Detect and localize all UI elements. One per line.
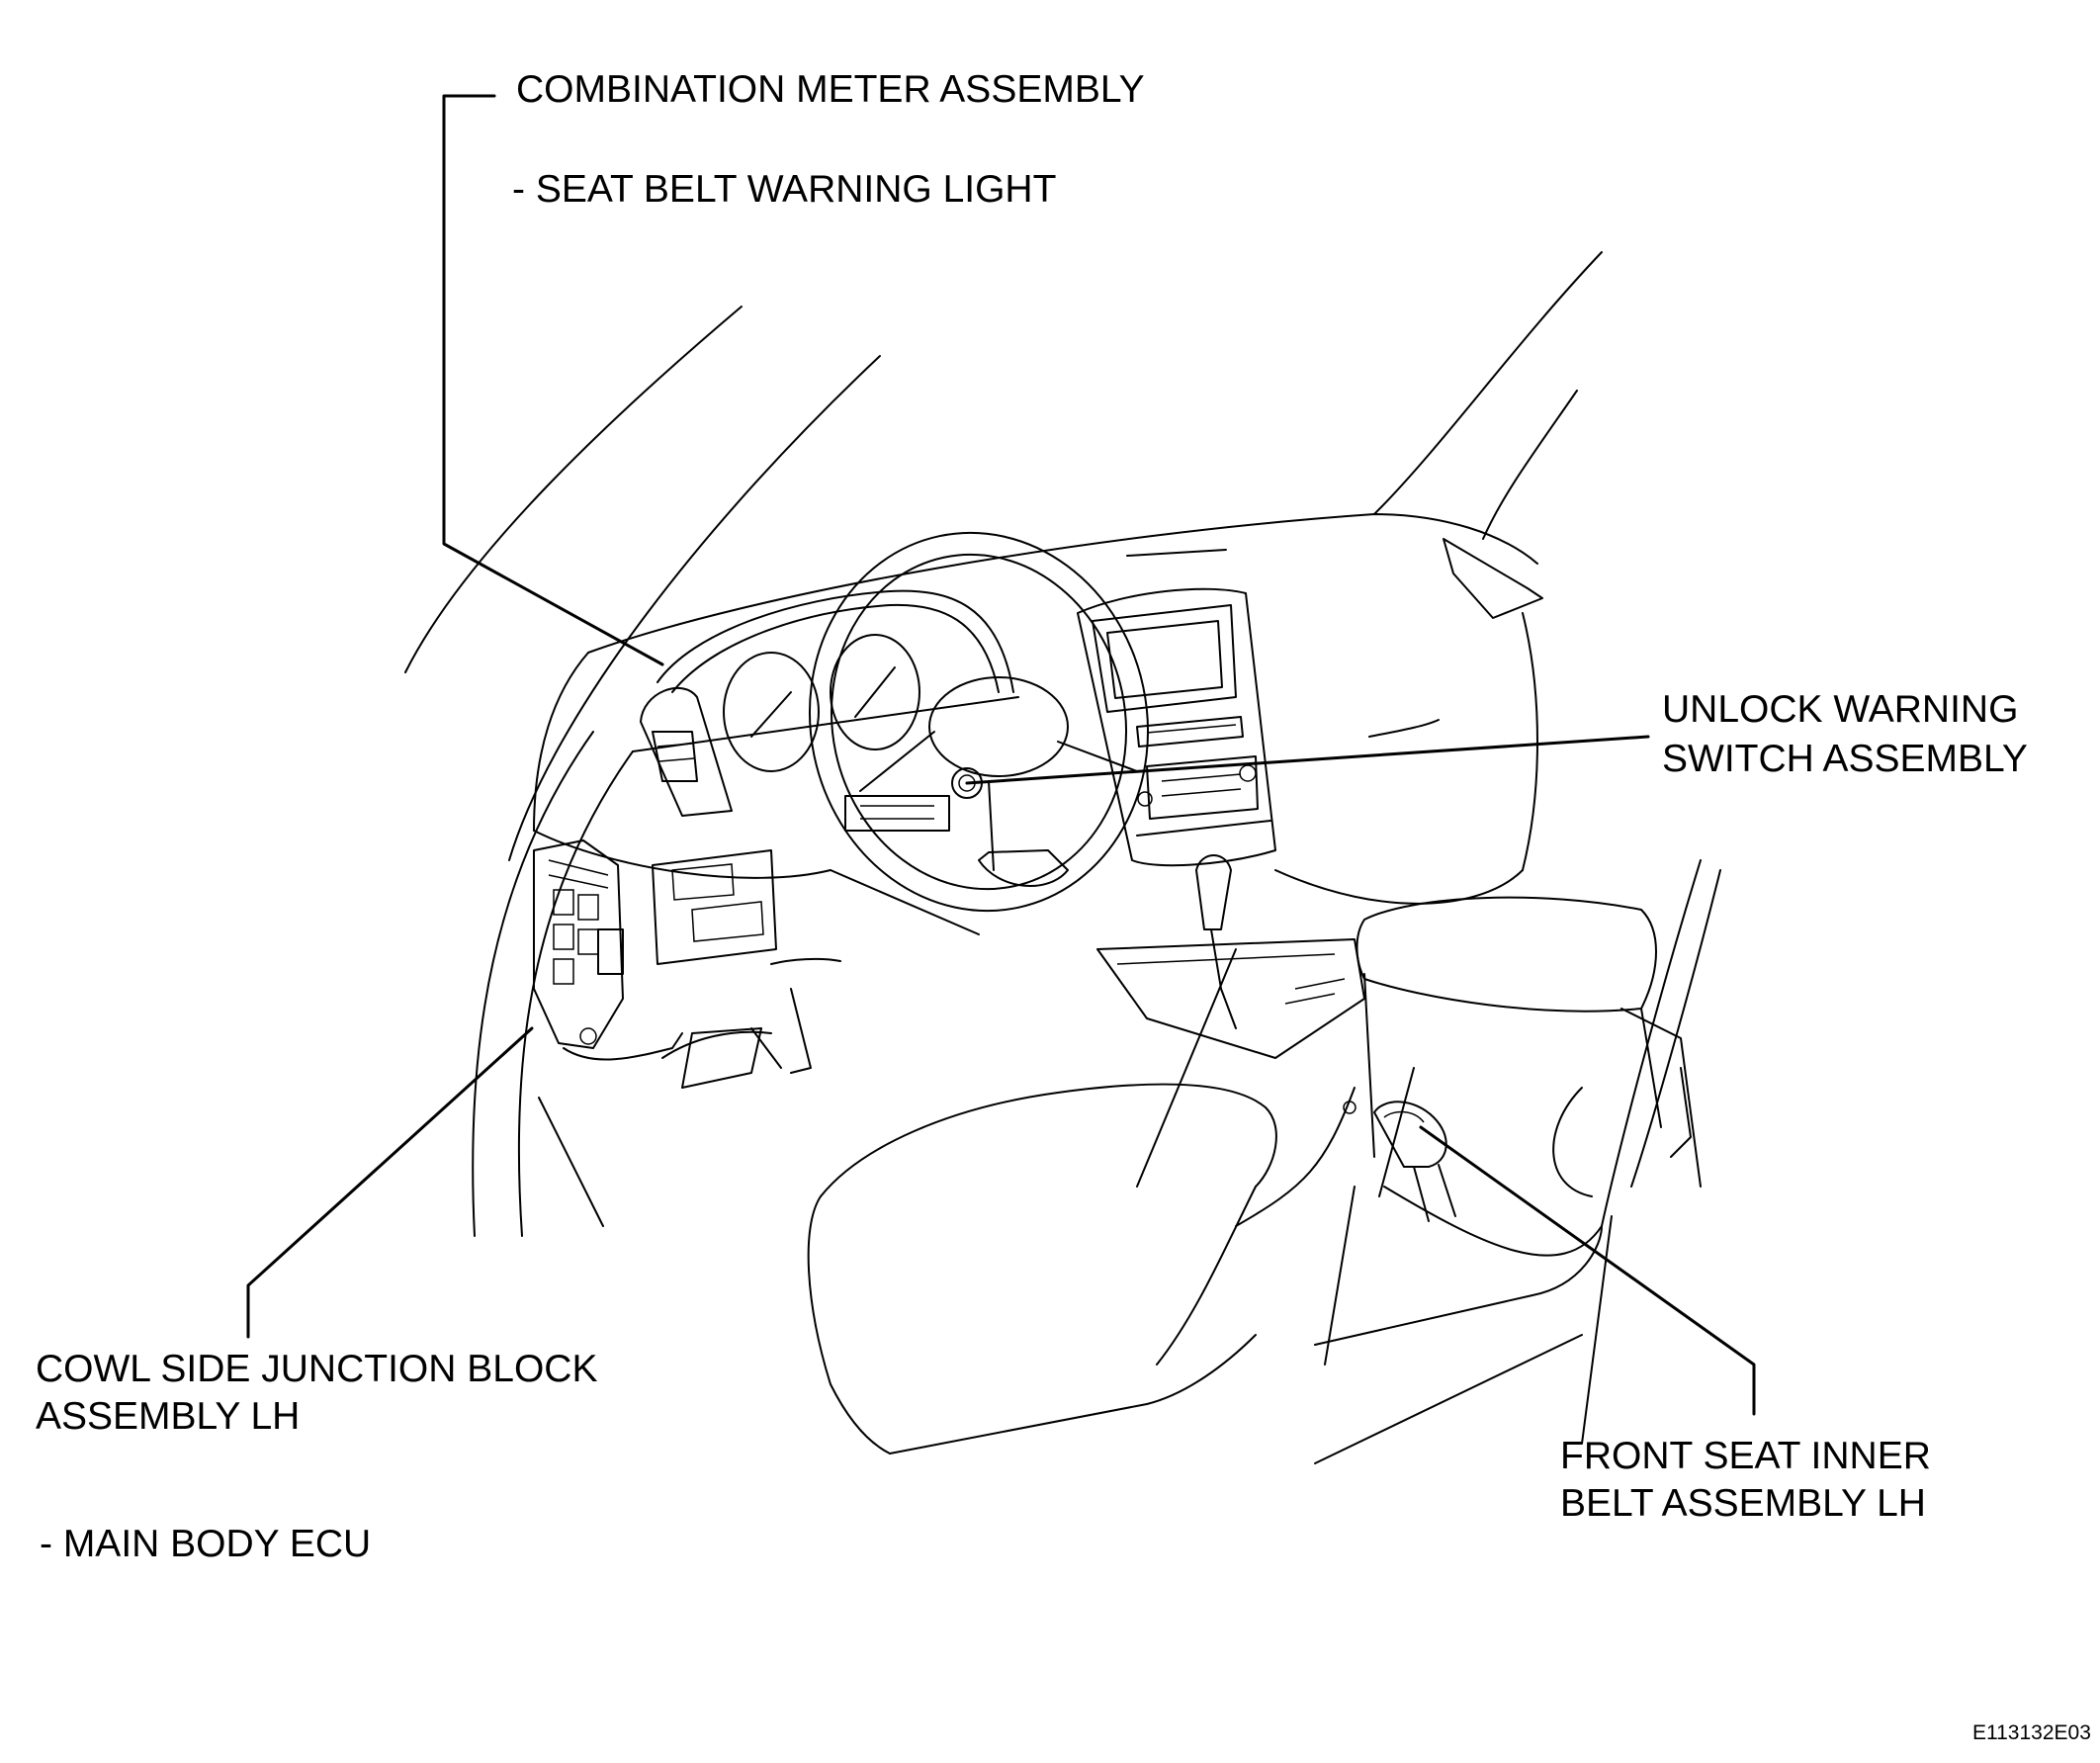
label-main-body-ecu: - MAIN BODY ECU xyxy=(40,1523,372,1565)
a-pillar xyxy=(404,306,881,1237)
figure-code: E113132E03 xyxy=(1972,1721,2091,1744)
label-front-seat-line2: BELT ASSEMBLY LH xyxy=(1560,1482,1926,1525)
cowl-side-junction-block xyxy=(533,839,683,1061)
gear-shift xyxy=(1096,854,1365,1059)
leader-lines xyxy=(246,94,1756,1416)
label-cowl-side-line1: COWL SIDE JUNCTION BLOCK xyxy=(36,1348,598,1390)
label-front-seat-line1: FRONT SEAT INNER xyxy=(1560,1435,1931,1477)
label-seat-belt-warning-light: - SEAT BELT WARNING LIGHT xyxy=(512,168,1057,211)
dashboard xyxy=(533,513,1543,935)
pedals xyxy=(681,988,812,1089)
left-air-vent xyxy=(640,686,733,817)
label-unlock-warning-line1: UNLOCK WARNING xyxy=(1662,688,2019,731)
label-combination-meter: COMBINATION METER ASSEMBLY xyxy=(516,68,1145,111)
lower-left-dash xyxy=(652,849,841,1059)
steering-wheel xyxy=(808,531,1150,913)
console-box xyxy=(1356,896,1702,1188)
label-cowl-side-line2: ASSEMBLY LH xyxy=(36,1395,301,1438)
ignition-switch xyxy=(844,767,983,832)
center-console xyxy=(1077,587,1276,867)
combination-meter xyxy=(632,589,1019,772)
seat-belt-buckle xyxy=(1343,1101,1456,1222)
label-unlock-warning-line2: SWITCH ASSEMBLY xyxy=(1662,738,2028,780)
right-pillar xyxy=(1373,251,1603,540)
driver-seat xyxy=(807,859,1721,1464)
